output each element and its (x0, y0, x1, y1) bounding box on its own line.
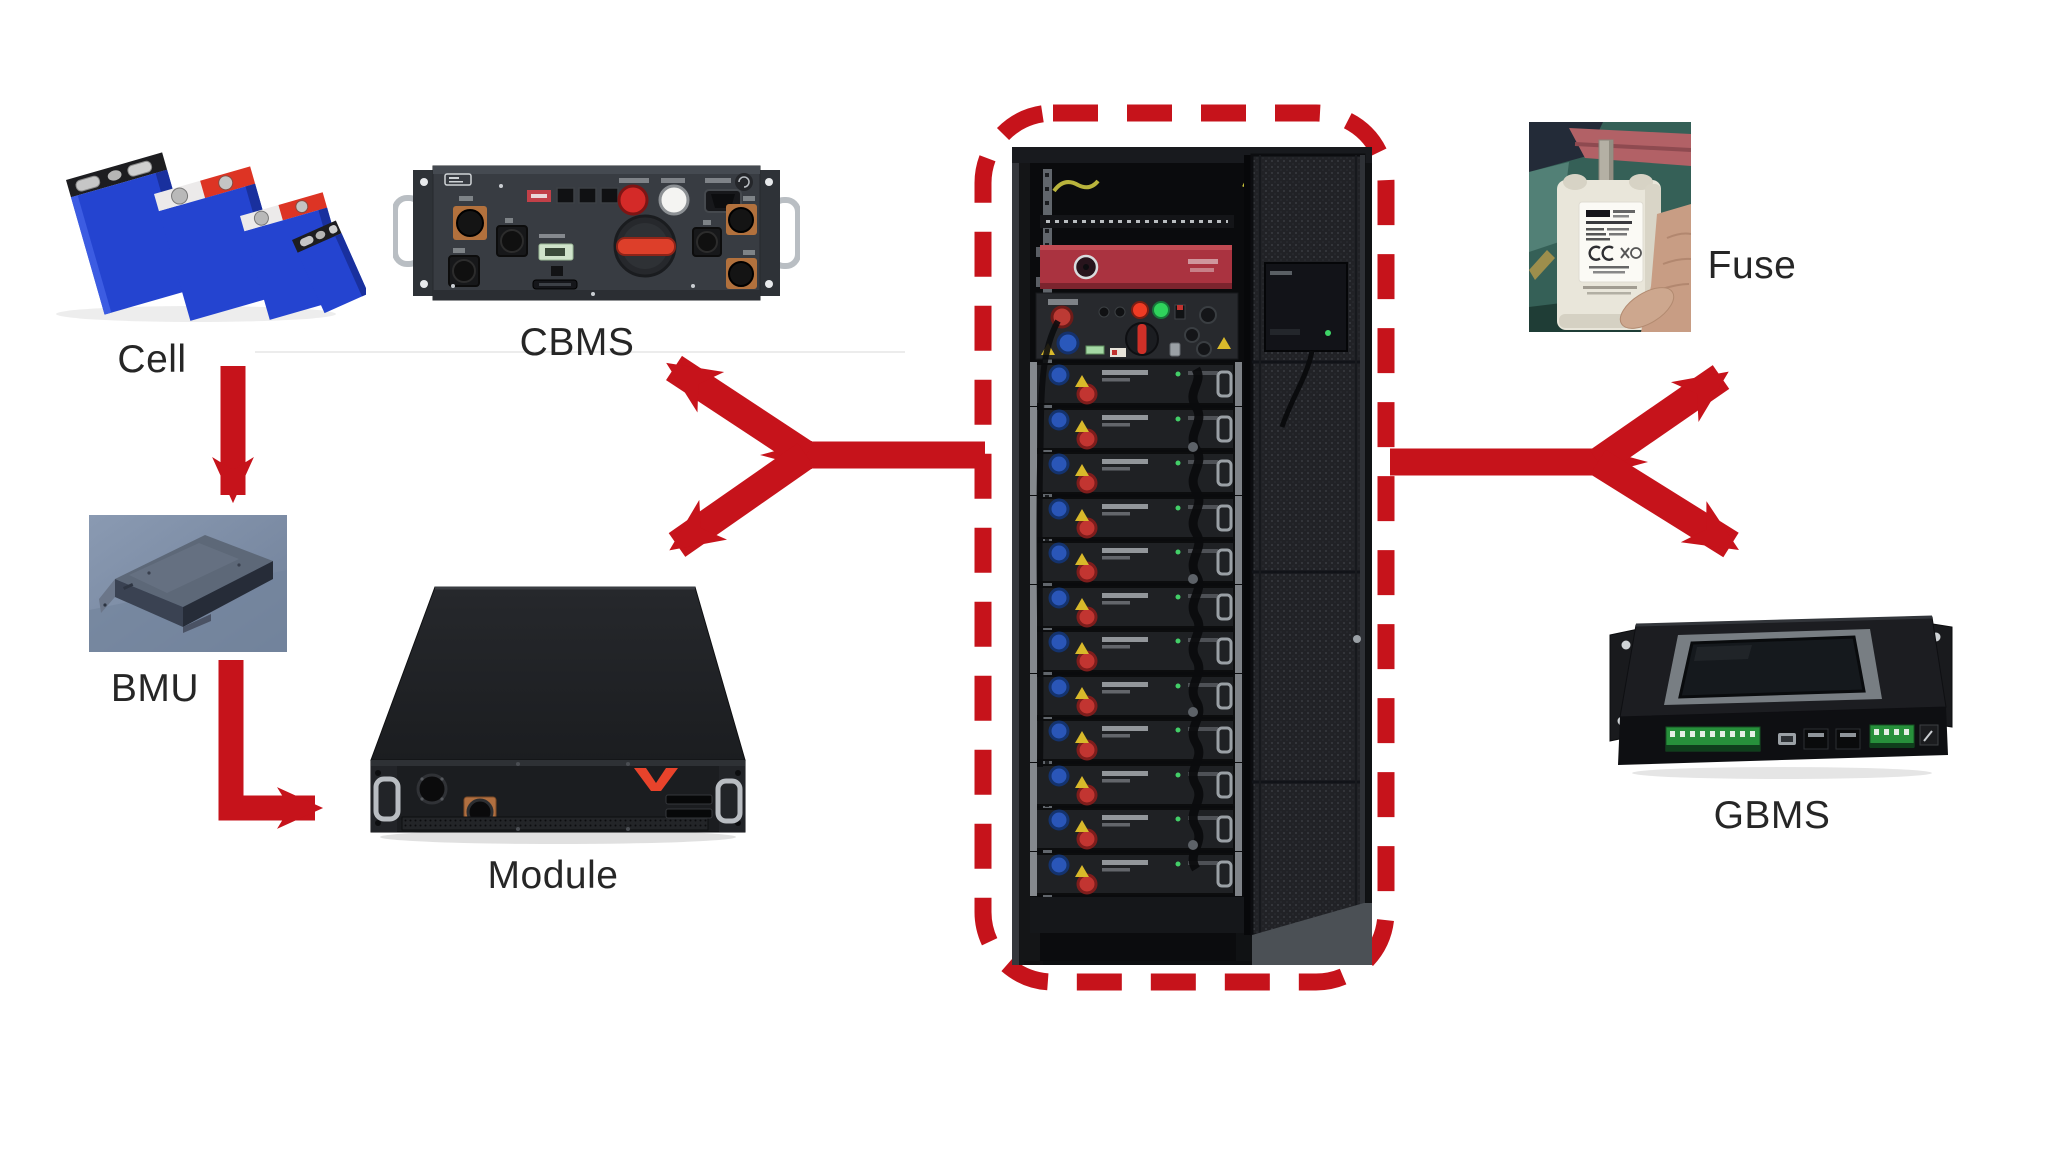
battery-cabinet-photo (1012, 147, 1372, 965)
fuse-photo (1529, 122, 1691, 332)
right-handle-icon (715, 778, 743, 824)
bmu-label: BMU (110, 667, 200, 710)
warning-triangle-icon (1217, 337, 1231, 349)
cbms-label: CBMS (519, 321, 635, 364)
cbms-photo (393, 160, 800, 308)
green-led-icon (1152, 301, 1170, 319)
port-slot-icon (665, 808, 713, 819)
battery-cell-4 (292, 220, 366, 314)
bmu-photo (89, 515, 287, 652)
cbms-rack-unit-photo (393, 165, 800, 301)
arrow-right-fork-joint (1596, 448, 1648, 476)
cell-label: Cell (117, 338, 187, 381)
red-led-icon (1131, 301, 1149, 319)
control-panel (1035, 292, 1239, 360)
status-light-icon (658, 184, 690, 216)
cabinet-door (1250, 153, 1366, 937)
ethernet-port-icon (556, 187, 575, 204)
yellow-cable-icon (1052, 179, 1100, 193)
door-lock-icon (1353, 635, 1361, 643)
rack-photo (1012, 147, 1372, 965)
vent-strip-icon (401, 816, 709, 831)
ce-mark-icon (1588, 245, 1601, 261)
left-handle-icon (373, 776, 401, 822)
arrow-rack-to-gbms (1590, 449, 1739, 558)
switch-on-button-icon (617, 184, 649, 216)
red-control-unit (1036, 245, 1232, 289)
fan-icon (735, 173, 753, 191)
blue-connector-icon (1056, 331, 1080, 355)
bmu-box-photo (89, 515, 287, 652)
gbms-label: GBMS (1713, 794, 1831, 837)
arrow-rack-to-module (668, 443, 815, 557)
arrow-bmu-to-module (218, 660, 324, 829)
touchscreen-icon (1678, 635, 1866, 699)
arrow-rack-to-fuse (1589, 365, 1730, 474)
ethernet-port-icon (600, 187, 619, 204)
v-logo-icon (634, 768, 678, 791)
gbms-photo (1602, 605, 1959, 783)
battery-module-chassis-photo (370, 586, 746, 844)
cell-photo (36, 138, 366, 325)
arrow-rack-to-cbms (666, 355, 814, 468)
ethernet-port-icon (578, 187, 597, 204)
module-label: Module (487, 854, 619, 897)
module-photo (368, 583, 748, 848)
fuse-label (1578, 201, 1644, 283)
port-slot-icon (665, 794, 713, 805)
fuse-in-hand-photo (1529, 122, 1691, 332)
ethernet-port-icon (1803, 728, 1829, 750)
hand (1619, 204, 1691, 332)
floor (1252, 903, 1372, 965)
door-mounted-controller-icon (1264, 262, 1348, 352)
gbms-controller-photo (1609, 615, 1953, 779)
divider-line (255, 351, 905, 353)
fuse-label: Fuse (1707, 244, 1797, 287)
ethernet-port-icon (1835, 728, 1861, 750)
round-connector-icon (416, 773, 448, 805)
arrow-left-fork-joint (760, 441, 812, 469)
prismatic-battery-cells-photo (56, 152, 366, 322)
